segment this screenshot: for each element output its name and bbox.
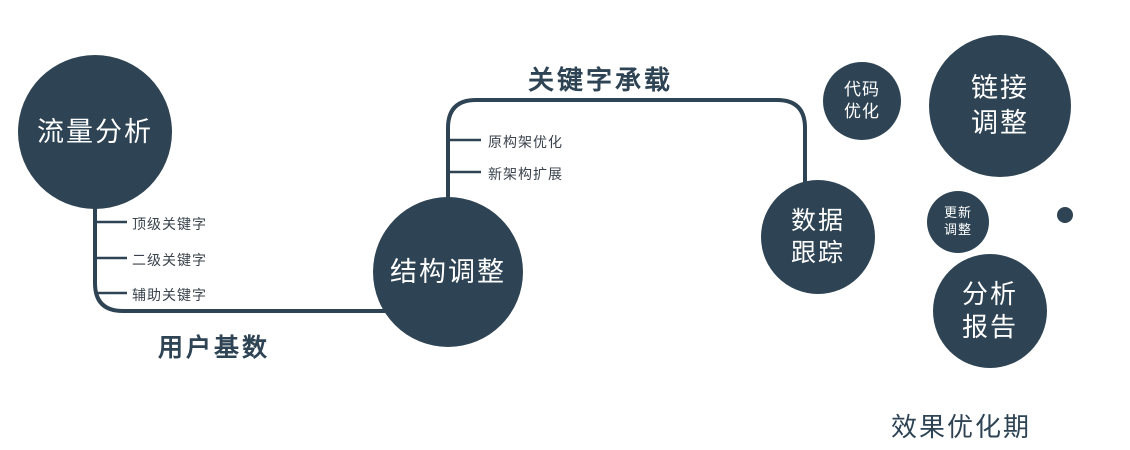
traffic-to-structure-connector (93, 196, 386, 313)
node-traffic-analysis-label: 流量分析 (37, 116, 153, 147)
node-structure-adjustment-label: 结构调整 (390, 256, 506, 287)
node-link-adjustment: 链接 调整 (929, 35, 1071, 177)
node-analysis-report: 分析 报告 (933, 254, 1047, 368)
node-data-tracking-line2: 跟踪 (790, 239, 845, 267)
node-structure-adjustment: 结构调整 (373, 197, 523, 347)
node-data-tracking: 数据 跟踪 (761, 180, 875, 294)
node-update-adjustment-line2: 调整 (943, 222, 972, 237)
node-analysis-report-line2: 报告 (961, 312, 1018, 342)
node-update-adjustment-line1: 更新 (943, 205, 972, 221)
small-dot-marker (1057, 207, 1073, 223)
node-code-optimization-line1: 代码 (844, 80, 880, 100)
branch-label-top-keywords: 顶级关键字 (132, 216, 207, 232)
branch-label-new-architecture: 新架构扩展 (488, 166, 563, 182)
node-update-adjustment: 更新 调整 (927, 191, 989, 253)
node-code-optimization-line2: 优化 (844, 102, 880, 121)
node-data-tracking-line1: 数据 (790, 207, 845, 235)
edge-label-keyword-carrying: 关键字承载 (528, 65, 674, 95)
branch-label-auxiliary-keywords: 辅助关键字 (132, 287, 207, 303)
branch-label-original-architecture: 原构架优化 (488, 134, 563, 150)
node-link-adjustment-line2: 调整 (971, 108, 1029, 138)
branch-label-second-keywords: 二级关键字 (132, 252, 207, 268)
structure-to-datatracking-connector (446, 98, 807, 210)
edge-label-user-base: 用户基数 (158, 334, 271, 362)
node-link-adjustment-line1: 链接 (971, 73, 1029, 104)
node-traffic-analysis: 流量分析 (18, 55, 172, 209)
node-analysis-report-line1: 分析 (961, 278, 1018, 309)
node-code-optimization: 代码 优化 (823, 62, 901, 140)
caption-effect-optimization-period: 效果优化期 (891, 412, 1032, 442)
